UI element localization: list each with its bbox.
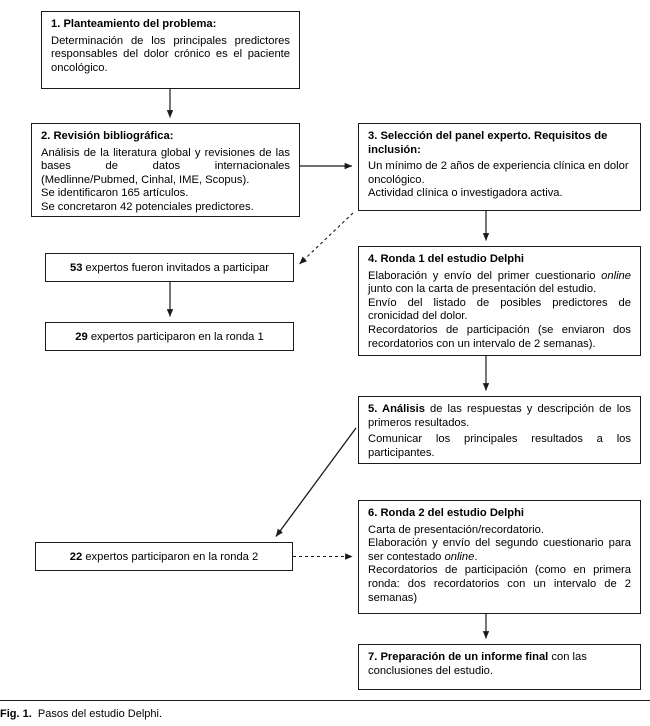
node-29-text: expertos participaron en la ronda 1: [87, 330, 264, 343]
node-1-body: Determinación de los principales predict…: [51, 34, 290, 74]
node-4-body-1-emphasis: online: [601, 269, 631, 282]
node-4-body-1: Elaboración y envío del primer cuestiona…: [368, 270, 631, 297]
node-53-number: 53: [69, 261, 83, 274]
node-53-text: expertos fueron invitados a participar: [82, 261, 269, 274]
node-22-number: 22: [69, 550, 83, 563]
node-4-body-3: Recordatorios de participación (se envia…: [368, 323, 631, 350]
node-6-body-3: Recordatorios de participación (como en …: [368, 564, 631, 604]
node-7-rest: con las conclusiones del estudio.: [368, 651, 587, 677]
node-6-body-2: Elaboración y envío del segundo cuestion…: [368, 537, 631, 564]
node-1-title: 1. Planteamiento del problema:: [51, 18, 217, 30]
arrow-n3-to-n53: [299, 212, 354, 265]
node-6-body-2-pre: Elaboración y envío del segundo cuestion…: [368, 537, 631, 563]
figure-caption-text: Pasos del estudio Delphi.: [37, 708, 163, 720]
node-2-title: 2. Revisión bibliográfica:: [41, 130, 174, 142]
flow-node-7-informe-final: 7. Preparación de un informe final con l…: [358, 644, 641, 690]
node-22-text: expertos participaron en la ronda 2: [82, 550, 259, 563]
node-3-body-1: Un mínimo de 2 años de experiencia clíni…: [368, 160, 629, 186]
node-7-text: 7. Preparación de un informe final con l…: [368, 651, 631, 678]
flow-node-29-expertos-ronda-1: 29 expertos participaron en la ronda 1: [45, 322, 294, 351]
node-4-body-1-pre: Elaboración y envío del primer cuestiona…: [368, 269, 602, 282]
node-3-title: 3. Selección del panel experto. Requisit…: [368, 130, 608, 156]
node-4-body-1-post: junto con la carta de presentación del e…: [368, 283, 597, 296]
node-5-title: 5. Análisis de las respuestas y descripc…: [368, 403, 631, 430]
flow-node-3-seleccion-panel-experto: 3. Selección del panel experto. Requisit…: [358, 123, 641, 211]
node-2-body-2: Se identificaron 165 artículos.: [41, 187, 189, 200]
node-5-title-rest: de las respuestas y descripción de los p…: [368, 403, 631, 429]
flow-node-5-analisis-respuestas: 5. Análisis de las respuestas y descripc…: [358, 396, 641, 464]
arrow-n5-to-n22: [275, 427, 357, 537]
figure-caption: Fig. 1. Pasos del estudio Delphi.: [0, 707, 640, 721]
node-3-body-2: Actividad clínica o investigadora activa…: [368, 187, 563, 200]
flow-node-53-expertos-invitados: 53 expertos fueron invitados a participa…: [45, 253, 294, 282]
node-6-body-2-emphasis: online: [444, 550, 475, 563]
node-2-body-1: Análisis de la literatura global y revis…: [41, 146, 290, 186]
flow-node-22-expertos-ronda-2: 22 expertos participaron en la ronda 2: [35, 542, 293, 571]
node-5-title-lead: 5. Análisis: [368, 403, 425, 415]
node-29-number: 29: [75, 330, 88, 343]
node-6-body-1: Carta de presentación/recordatorio.: [368, 523, 544, 536]
flow-node-6-ronda-2: 6. Ronda 2 del estudio Delphi Carta de p…: [358, 500, 641, 614]
node-6-title: 6. Ronda 2 del estudio Delphi: [368, 507, 525, 519]
caption-divider: [0, 700, 650, 701]
node-2-body-3: Se concretaron 42 potenciales predictore…: [41, 200, 254, 213]
flow-node-4-ronda-1: 4. Ronda 1 del estudio Delphi Elaboració…: [358, 246, 641, 356]
node-4-body-2: Envío del listado de posibles predictore…: [368, 296, 631, 323]
flow-node-1-planteamiento: 1. Planteamiento del problema: Determina…: [41, 11, 300, 89]
node-7-lead: 7. Preparación de un informe final: [368, 651, 549, 663]
figure-caption-label: Fig. 1.: [0, 708, 32, 720]
flow-node-2-revision-bibliografica: 2. Revisión bibliográfica: Análisis de l…: [31, 123, 300, 217]
node-6-body-2-post: .: [474, 550, 478, 563]
node-4-title: 4. Ronda 1 del estudio Delphi: [368, 253, 525, 265]
node-5-body-2: Comunicar los principales resultados a l…: [368, 433, 631, 459]
